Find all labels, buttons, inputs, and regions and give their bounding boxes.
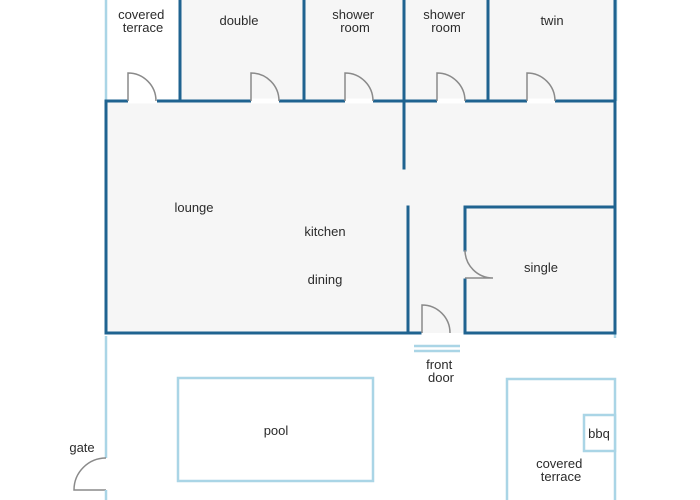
label-twin: twin xyxy=(540,13,563,28)
wall-single-room xyxy=(463,205,617,335)
door-shower-2-icon xyxy=(436,72,466,102)
door-single-icon xyxy=(464,249,494,279)
main-living-floor xyxy=(107,101,615,333)
label-kitchen: kitchen xyxy=(304,224,345,239)
label-gate: gate xyxy=(69,440,94,455)
label-dining: dining xyxy=(308,272,343,287)
door-twin-icon xyxy=(526,72,556,102)
label-covered-terrace-bottom: covered terrace xyxy=(536,456,586,484)
bbq-outline xyxy=(582,413,617,453)
label-single: single xyxy=(524,260,558,275)
bedroom-wing-floor xyxy=(180,0,615,101)
label-front-door: front door xyxy=(426,357,456,385)
pool-outline xyxy=(176,376,375,483)
door-terrace-icon xyxy=(127,72,157,102)
label-shower-room-2: shower room xyxy=(423,7,469,35)
label-covered-terrace-top: covered terrace xyxy=(118,7,168,35)
label-bbq: bbq xyxy=(588,426,610,441)
label-pool: pool xyxy=(264,423,289,438)
door-double-icon xyxy=(250,72,280,102)
label-double: double xyxy=(219,13,258,28)
front-door-swing-icon xyxy=(421,304,451,334)
door-shower-1-icon xyxy=(344,72,374,102)
gate-swing-icon xyxy=(73,457,107,491)
label-shower-room-1: shower room xyxy=(332,7,378,35)
label-lounge: lounge xyxy=(174,200,213,215)
